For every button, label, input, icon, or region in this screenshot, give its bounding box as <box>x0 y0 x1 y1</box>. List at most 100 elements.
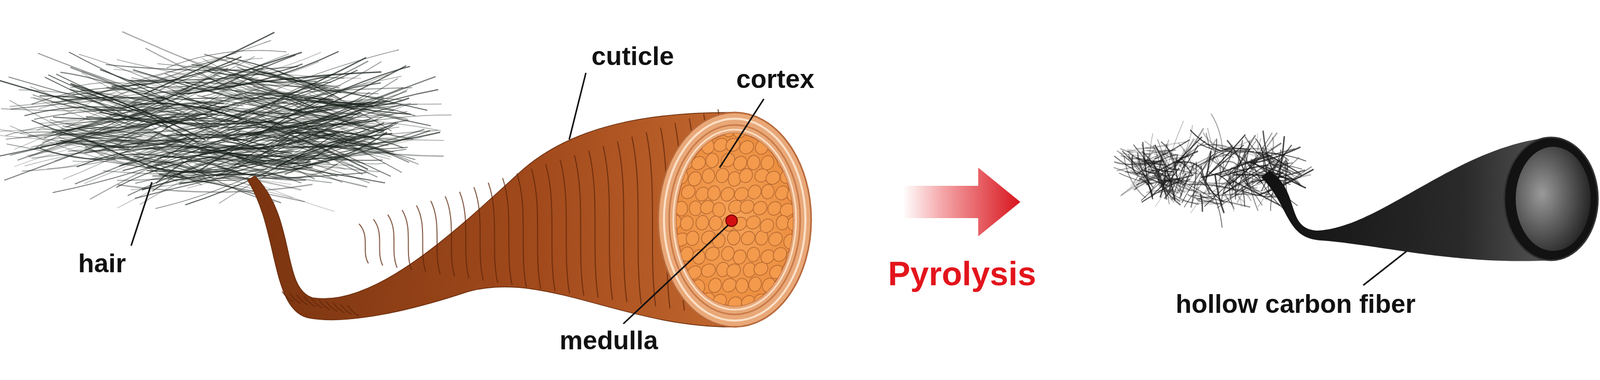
cuticle-scale <box>574 155 584 296</box>
cortex-cell <box>765 229 786 249</box>
part-label: hair <box>78 249 126 278</box>
hair-strand <box>234 102 370 166</box>
hair-strand <box>197 156 386 184</box>
cortex-cell <box>750 198 770 219</box>
cortex-cell <box>678 214 695 233</box>
cortex-cell <box>678 120 698 139</box>
cortex-cell <box>678 182 698 202</box>
carbon-strand <box>1120 148 1134 153</box>
hair-strand <box>202 58 281 87</box>
hair-strand <box>149 151 294 173</box>
cortex-cell <box>777 137 798 157</box>
hair-strand <box>261 71 428 111</box>
hair-strand <box>178 171 246 174</box>
part-label: medulla <box>559 326 659 355</box>
hair-strand <box>274 76 436 143</box>
cortex-cell <box>692 279 706 295</box>
cortex-cell <box>747 275 763 293</box>
cross-section <box>658 112 814 327</box>
carbon-strand <box>1206 132 1210 149</box>
cortex-cell <box>672 167 691 187</box>
cortex-cell <box>731 247 749 266</box>
carbon-strand <box>1153 159 1169 164</box>
hair-strand <box>49 119 157 132</box>
cortex-cell <box>790 136 810 156</box>
carbon-strand <box>1192 195 1251 208</box>
cortex-cell <box>743 213 763 232</box>
cuticle-scale <box>430 200 441 275</box>
cortex-cell <box>784 150 804 171</box>
cortex-cell <box>775 214 790 231</box>
cortex-cell <box>706 184 722 202</box>
carbon-strand <box>1205 150 1211 182</box>
carbon-strand <box>1222 170 1265 195</box>
carbon-strand <box>1145 156 1169 161</box>
carbon-strand <box>1127 158 1146 160</box>
carbon-strand <box>1114 156 1169 187</box>
cuticle-scale <box>445 196 455 277</box>
cortex-cell <box>684 229 700 247</box>
carbonized-hair <box>1113 113 1314 228</box>
cortex-cell <box>757 215 777 236</box>
leader-lines <box>131 72 1461 324</box>
hair-strand <box>278 136 444 157</box>
cortex-cell <box>777 167 797 187</box>
cortex-cell <box>706 276 724 295</box>
hair-strand <box>61 97 244 106</box>
cortex-cell <box>684 137 703 157</box>
hair-strand <box>251 111 365 164</box>
carbon-strand <box>1166 163 1185 193</box>
carbon-strand <box>1126 160 1150 165</box>
hair-strand <box>224 92 343 106</box>
carbon-strand <box>1157 141 1187 147</box>
hair-strand <box>270 151 382 164</box>
cortex-cell <box>760 275 778 295</box>
cortex-cell <box>664 276 683 296</box>
cortex-cell <box>704 151 720 169</box>
carbon-strand <box>1176 160 1193 175</box>
hair-strand <box>247 103 402 173</box>
cortex-cell <box>738 292 759 312</box>
hair-strand <box>9 100 184 179</box>
cortex-cell <box>792 167 812 186</box>
cuticle-scale <box>387 214 398 268</box>
hair-strand <box>156 52 303 103</box>
carbon-strand <box>1141 168 1160 172</box>
cortex-cell <box>701 167 716 184</box>
carbon-strand <box>1227 189 1251 201</box>
hair-strand <box>113 145 257 187</box>
carbon-strand <box>1219 161 1239 169</box>
carbon-strand <box>1200 172 1210 194</box>
cortex-cell <box>760 183 775 200</box>
hair-strand <box>261 97 384 134</box>
cortex-cell <box>753 138 771 157</box>
cortex-cell <box>794 261 814 280</box>
cortex-cell <box>768 137 782 153</box>
carbon-strand <box>1120 156 1142 159</box>
hair-strand <box>131 80 243 89</box>
process-label: Pyrolysis <box>888 255 1037 292</box>
part-label: cuticle <box>591 42 674 71</box>
cortex-cell <box>671 292 691 312</box>
hair-strand <box>33 130 188 150</box>
carbon-strand <box>1189 130 1222 152</box>
cortex-cell <box>737 137 757 157</box>
hair-strand <box>66 118 174 127</box>
cortex-cell <box>689 200 702 216</box>
carbon-strand <box>1120 175 1157 196</box>
cuticle-scale <box>488 182 498 283</box>
hair-strand <box>245 65 406 138</box>
cortex-cell <box>784 246 804 265</box>
cuticle-scale <box>459 191 469 278</box>
cuticle-scale <box>559 159 570 294</box>
cortex-cell <box>735 277 749 293</box>
hair-strand <box>198 124 327 153</box>
hair-strand <box>187 162 282 189</box>
cuticle-scale <box>517 173 527 287</box>
cuticle-scale <box>359 223 369 264</box>
cuticle-scale <box>603 145 613 300</box>
cortex-cell <box>665 151 683 170</box>
hair-strand <box>157 63 345 79</box>
hair-strand <box>222 100 389 136</box>
